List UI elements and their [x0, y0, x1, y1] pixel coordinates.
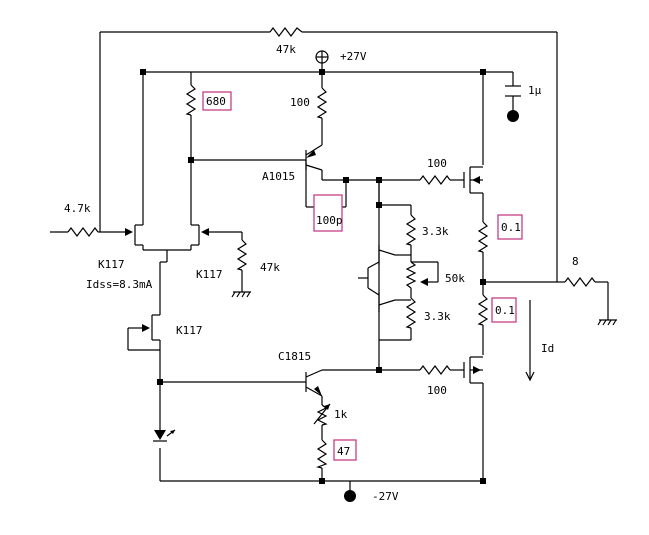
transistor-vbe-upper	[367, 245, 396, 269]
box-100p	[313, 194, 343, 232]
label-r-47: 47	[337, 445, 350, 458]
resistor-8-load	[564, 277, 596, 287]
label-r-3k3-a: 3.3k	[422, 225, 449, 238]
capacitor-1u	[505, 85, 521, 122]
label-vplus: +27V	[340, 50, 367, 63]
resistor-47	[315, 439, 328, 469]
vplus-terminal-icon	[315, 50, 329, 64]
resistor-100-gate-top	[419, 175, 451, 185]
resistor-1k-variable	[316, 404, 328, 426]
label-r-fb-top: 47k	[276, 43, 296, 56]
label-c-100p: 100p	[316, 214, 343, 227]
label-id: Id	[541, 342, 554, 355]
ground-icon-load	[597, 319, 617, 326]
label-q-a1015: A1015	[262, 170, 295, 183]
transistor-a1015	[305, 144, 323, 171]
label-r-100-gate-bot: 100	[427, 384, 447, 397]
label-r-3k3-b: 3.3k	[424, 310, 451, 323]
label-r-47k-input: 4.7k	[64, 202, 91, 215]
vminus-terminal-icon	[344, 490, 356, 502]
label-r-100-top: 100	[290, 96, 310, 109]
label-r-100-gate-top: 100	[427, 157, 447, 170]
wires	[50, 31, 609, 490]
label-r-1k: 1k	[334, 408, 348, 421]
component-labels: 47k +27V 1μ 680 100 A1015 100 4.7k 100p …	[64, 43, 579, 503]
resistor-3-3k-bottom	[405, 297, 417, 329]
mosfet-output-top	[463, 166, 483, 194]
mosfet-output-bottom	[463, 356, 483, 384]
resistor-3-3k-top	[405, 214, 417, 246]
jfet-k117-left	[125, 224, 143, 246]
label-q-k117-left: K117	[98, 258, 125, 271]
label-r-0-1-top: 0.1	[501, 221, 521, 234]
transistor-c1815	[305, 369, 323, 397]
label-r-50k: 50k	[445, 272, 465, 285]
resistor-50k-pot	[405, 261, 417, 289]
label-r-0-1-bot: 0.1	[495, 304, 515, 317]
box-0-1-top	[497, 214, 523, 240]
pot-wiper-arrow	[420, 278, 428, 286]
label-q-k117-cs: K117	[176, 324, 203, 337]
jfet-k117-right	[191, 224, 209, 246]
ground-icon-gate	[231, 291, 251, 298]
box-680	[202, 91, 232, 111]
label-r-680: 680	[206, 95, 226, 108]
resistor-0-1-top	[477, 221, 489, 253]
jfet-k117-current-source	[128, 314, 160, 341]
resistor-47k-gate	[236, 239, 248, 271]
resistor-100-gate-bottom	[419, 365, 451, 375]
resistor-4-7k-input	[67, 227, 99, 237]
box-47	[333, 439, 357, 461]
resistor-680	[185, 84, 197, 116]
label-q-c1815: C1815	[278, 350, 311, 363]
led-icon	[153, 429, 176, 442]
resistor-100-top	[316, 87, 328, 119]
box-0-1-bottom	[491, 297, 517, 323]
resistors	[67, 27, 596, 469]
id-arrow-icon	[525, 300, 535, 382]
label-vminus: -27V	[372, 490, 399, 503]
label-cap-1u: 1μ	[528, 84, 542, 97]
label-q-k117-right: K117	[196, 268, 223, 281]
label-idss: Idss=8.3mA	[86, 278, 153, 291]
label-r-47k-gate: 47k	[260, 261, 280, 274]
label-r-8: 8	[572, 255, 579, 268]
transistor-vbe-lower	[367, 268, 396, 312]
resistor-0-1-bottom	[477, 294, 489, 326]
resistor-47k-feedback	[269, 27, 303, 37]
junction-dots	[140, 69, 486, 484]
